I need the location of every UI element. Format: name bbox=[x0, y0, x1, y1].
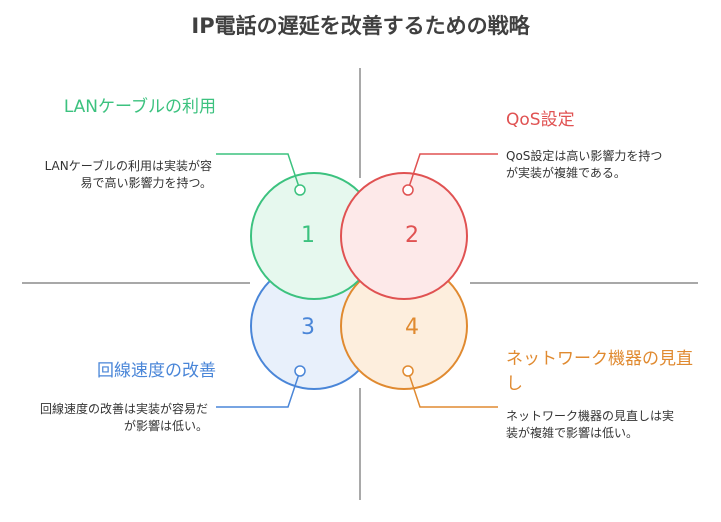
heading-qos: QoS設定 bbox=[506, 110, 575, 130]
connector-4 bbox=[407, 370, 498, 408]
quadrant-number-4: 4 bbox=[405, 315, 419, 340]
heading-network-equipment: ネットワーク機器の見直し bbox=[506, 349, 693, 394]
circle-2 bbox=[340, 172, 468, 300]
connector-2 bbox=[407, 153, 498, 191]
diagram-title: IP電話の遅延を改善するための戦略 bbox=[191, 14, 530, 38]
description-qos: QoS設定は高い影響力を持つが実装が複雑である。 bbox=[506, 149, 663, 180]
description-lan-cable: LANケーブルの利用は実装が容易で高い影響力を持つ。 bbox=[44, 159, 212, 190]
description-network-equipment: ネットワーク機器の見直しは実装が複雑で影響は低い。 bbox=[506, 409, 675, 440]
quadrant-number-2: 2 bbox=[405, 223, 419, 248]
connector-dot-2 bbox=[402, 184, 414, 196]
quadrant-number-1: 1 bbox=[301, 223, 315, 248]
connector-3 bbox=[216, 370, 301, 408]
description-line-speed: 回線速度の改善は実装が容易だが影響は低い。 bbox=[40, 402, 209, 433]
connector-dot-1 bbox=[294, 184, 306, 196]
connector-dot-4 bbox=[402, 365, 414, 377]
quadrant-number-3: 3 bbox=[301, 315, 315, 340]
heading-line-speed: 回線速度の改善 bbox=[97, 361, 216, 381]
heading-lan-cable: LANケーブルの利用 bbox=[63, 97, 216, 117]
connector-dot-3 bbox=[294, 365, 306, 377]
connector-1 bbox=[216, 153, 301, 191]
